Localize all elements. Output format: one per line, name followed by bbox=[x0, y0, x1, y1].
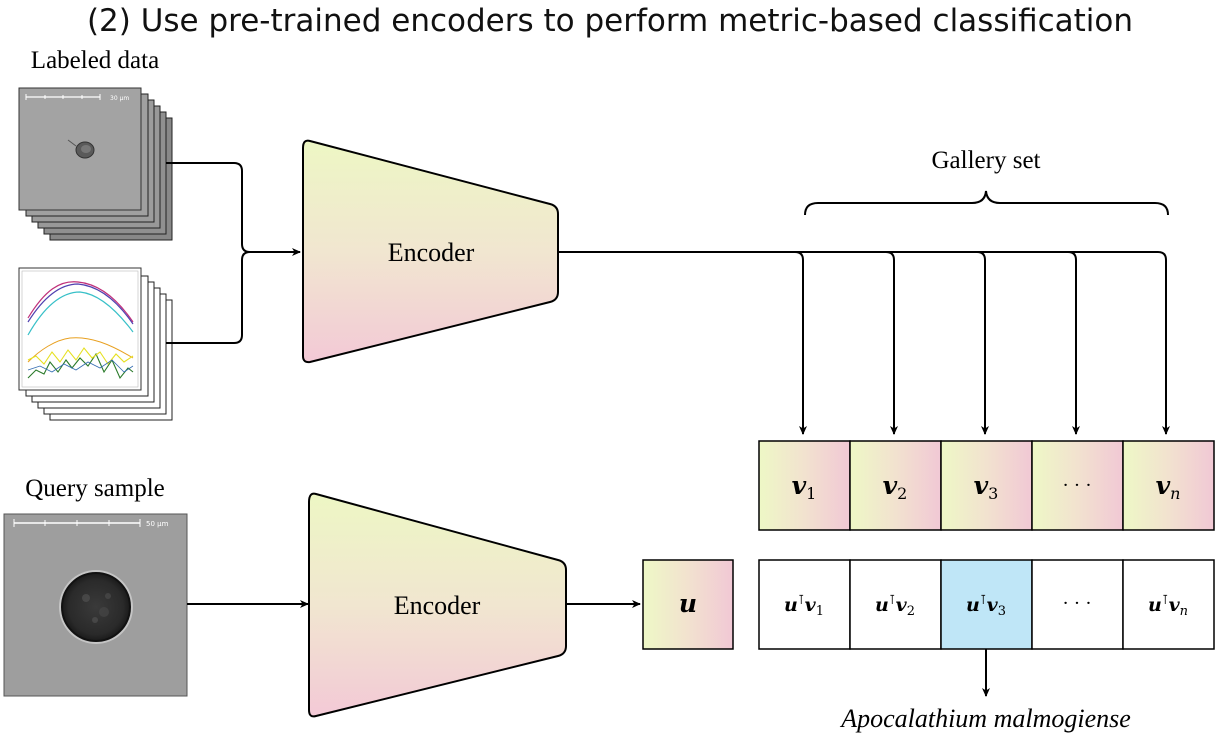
similarity-row: u⊺v1 u⊺v2 u⊺v3 · · · u⊺vn bbox=[758, 559, 1215, 650]
gallery-vector-n: vn bbox=[1156, 471, 1181, 503]
query-image: 50 μm bbox=[3, 513, 188, 697]
encoder-bottom-label: Encoder bbox=[394, 591, 481, 620]
similarity-score-2: u⊺v2 bbox=[875, 593, 915, 619]
query-scale-label: 50 μm bbox=[146, 520, 169, 528]
similarity-score-1: u⊺v1 bbox=[784, 593, 824, 619]
encoder-top-label: Encoder bbox=[388, 238, 475, 267]
similarity-score-n: u⊺vn bbox=[1148, 593, 1188, 619]
gallery-set-label: Gallery set bbox=[932, 147, 1041, 174]
query-embedding-label: u bbox=[679, 589, 697, 618]
diagram-title: (2) Use pre-trained encoders to perform … bbox=[87, 3, 1133, 39]
gallery-brace bbox=[804, 190, 1169, 216]
gallery-vector-1: v1 bbox=[792, 471, 817, 503]
labeled-data-label: Labeled data bbox=[31, 47, 159, 74]
labeled-connectors bbox=[166, 162, 301, 344]
gallery-vector-3: v3 bbox=[974, 471, 999, 503]
gallery-connectors bbox=[558, 251, 1170, 435]
gallery-vector-row: v1 v2 v3 · · · vn bbox=[758, 440, 1215, 531]
encoder-top: Encoder bbox=[302, 139, 559, 364]
gallery-vector-ellipsis: · · · bbox=[1063, 475, 1092, 496]
similarity-score-3: u⊺v3 bbox=[966, 593, 1006, 619]
gallery-vector-2: v2 bbox=[883, 471, 908, 503]
query-sample-label: Query sample bbox=[25, 475, 165, 502]
prediction-label: Apocalathium malmogiense bbox=[839, 704, 1131, 733]
encoder-bottom: Encoder bbox=[308, 492, 567, 718]
similarity-score-ellipsis: · · · bbox=[1063, 593, 1092, 614]
labeled-scale-label: 30 μm bbox=[110, 95, 129, 102]
labeled-image-stack: 30 μm bbox=[18, 87, 173, 241]
labeled-spectra-stack bbox=[18, 267, 173, 421]
query-embedding-cell: u bbox=[642, 559, 734, 650]
